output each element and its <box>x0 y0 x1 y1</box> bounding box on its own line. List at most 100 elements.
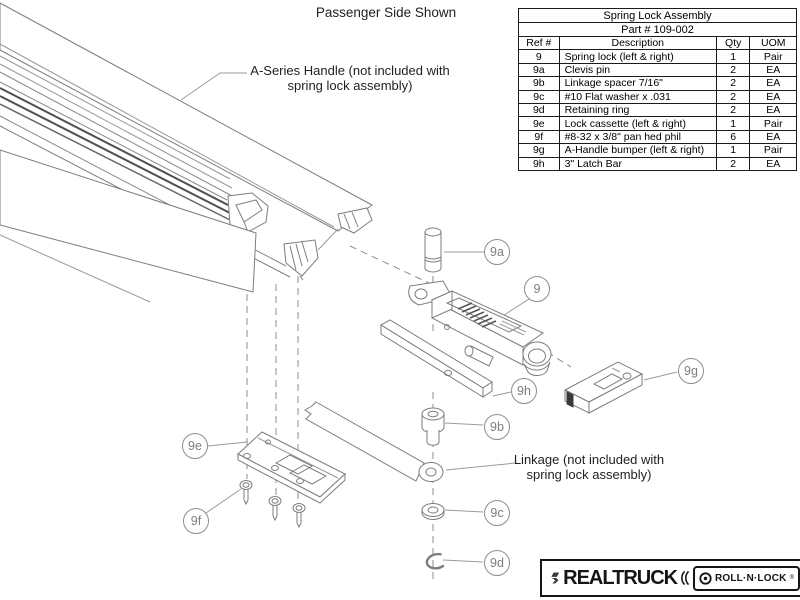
chevron-marks-icon <box>681 570 690 586</box>
screw <box>239 480 253 506</box>
bumper-drawing <box>563 361 644 414</box>
retaining-ring-drawing <box>425 552 445 570</box>
cell-uom: EA <box>749 89 797 104</box>
cell-uom: Pair <box>749 49 797 64</box>
handle-end-cap <box>227 192 269 233</box>
table-title: Spring Lock Assembly <box>518 8 797 23</box>
linkage-note-line2: spring lock assembly) <box>526 467 652 482</box>
cell-qty: 1 <box>715 143 751 158</box>
handle-note: A-Series Handle (not included with sprin… <box>238 63 462 93</box>
screw <box>292 503 306 529</box>
parts-table: Spring Lock Assembly Part # 109-002 Ref … <box>518 8 797 171</box>
leader-lines <box>180 72 678 563</box>
cell-ref: 9f <box>518 129 560 145</box>
cell-uom: EA <box>749 156 797 171</box>
table-row: 9 Spring lock (left & right) 1 Pair <box>518 49 797 64</box>
roll-n-lock-icon <box>699 571 712 585</box>
cell-uom: EA <box>749 62 797 78</box>
lock-pin-drawing <box>464 345 494 367</box>
callout-9d: 9d <box>484 550 510 576</box>
callout-9f: 9f <box>183 508 209 534</box>
callout-9: 9 <box>524 276 550 302</box>
header-ref: Ref # <box>518 35 560 51</box>
cell-ref: 9 <box>518 49 560 64</box>
cell-desc: Linkage spacer 7/16" <box>558 76 717 91</box>
table-row: 9f #8-32 x 3/8" pan hed phil 6 EA <box>518 129 797 145</box>
spring-coil <box>457 302 497 328</box>
table-header-row: Ref # Description Qty UOM <box>518 35 797 51</box>
view-note: Passenger Side Shown <box>315 5 457 20</box>
callout-9g: 9g <box>678 358 704 384</box>
callout-9b: 9b <box>484 414 510 440</box>
callout-9e: 9e <box>182 433 208 459</box>
part-number: Part # 109-002 <box>518 22 797 37</box>
linkage-arm-drawing <box>304 401 444 482</box>
realtruck-logo: REALTRUCK ROLL·N·LOCK ® <box>540 559 800 597</box>
table-row: 9b Linkage spacer 7/16" 2 EA <box>518 76 797 91</box>
table-part-row: Part # 109-002 <box>518 22 797 37</box>
header-desc: Description <box>558 35 717 51</box>
cell-qty: 2 <box>715 89 751 104</box>
table-row: 9c #10 Flat washer x .031 2 EA <box>518 89 797 104</box>
rail-clip <box>337 207 373 234</box>
cell-desc: #8-32 x 3/8" pan hed phil <box>558 129 717 145</box>
cell-ref: 9g <box>518 143 560 158</box>
cell-uom: Pair <box>749 143 797 158</box>
rail-end-profile <box>283 239 319 281</box>
cell-qty: 1 <box>715 49 751 64</box>
spacer-drawing <box>421 407 445 446</box>
cell-uom: Pair <box>749 116 797 131</box>
screws-drawing <box>239 480 306 529</box>
cell-ref: 9h <box>518 156 560 171</box>
cell-desc: #10 Flat washer x .031 <box>558 89 717 104</box>
roll-n-lock-badge: ROLL·N·LOCK ® <box>692 565 800 591</box>
table-row: 9h 3" Latch Bar 2 EA <box>518 156 797 171</box>
cell-qty: 6 <box>715 129 751 145</box>
screw <box>268 496 282 522</box>
cell-ref: 9a <box>518 62 560 78</box>
cell-desc: 3" Latch Bar <box>558 156 717 171</box>
cell-uom: EA <box>749 76 797 91</box>
cell-ref: 9e <box>518 116 560 131</box>
cell-uom: EA <box>749 129 797 145</box>
cell-qty: 2 <box>715 76 751 91</box>
handle-rail-drawing <box>0 2 373 303</box>
registered-mark: ® <box>789 575 794 581</box>
table-row: 9a Clevis pin 2 EA <box>518 62 797 78</box>
linkage-note-line1: Linkage (not included with <box>513 452 665 467</box>
cell-desc: Lock cassette (left & right) <box>558 116 717 131</box>
clevis-pin-drawing <box>424 227 442 273</box>
header-qty: Qty <box>715 35 751 51</box>
brand-name: REALTRUCK <box>563 566 678 589</box>
linkage-note: Linkage (not included with spring lock a… <box>503 452 675 482</box>
washer-drawing <box>421 503 445 520</box>
cell-uom: EA <box>749 102 797 118</box>
cell-qty: 2 <box>715 156 751 171</box>
roll-n-lock-name: ROLL·N·LOCK <box>714 572 787 584</box>
latch-bar-drawing <box>380 319 493 398</box>
cell-desc: Retaining ring <box>558 102 717 118</box>
callout-9c: 9c <box>484 500 510 526</box>
cell-qty: 2 <box>715 102 751 118</box>
realtruck-r-icon <box>548 572 560 584</box>
cell-desc: Spring lock (left & right) <box>558 49 717 64</box>
cell-ref: 9d <box>518 102 560 118</box>
cell-qty: 1 <box>715 116 751 131</box>
table-row: 9e Lock cassette (left & right) 1 Pair <box>518 116 797 131</box>
cell-desc: Clevis pin <box>558 62 717 78</box>
spring-lock-drawing <box>408 280 552 377</box>
callout-9a: 9a <box>484 239 510 265</box>
callout-9h: 9h <box>511 378 537 404</box>
table-row: 9d Retaining ring 2 EA <box>518 102 797 118</box>
cell-desc: A-Handle bumper (left & right) <box>558 143 717 158</box>
table-row: 9g A-Handle bumper (left & right) 1 Pair <box>518 143 797 158</box>
handle-note-line2: spring lock assembly) <box>287 78 413 93</box>
handle-note-line1: A-Series Handle (not included with <box>250 63 450 78</box>
cell-ref: 9c <box>518 89 560 104</box>
cell-ref: 9b <box>518 76 560 91</box>
cassette-drawing <box>237 431 346 504</box>
table-title-row: Spring Lock Assembly <box>518 8 797 23</box>
header-uom: UOM <box>749 35 797 51</box>
